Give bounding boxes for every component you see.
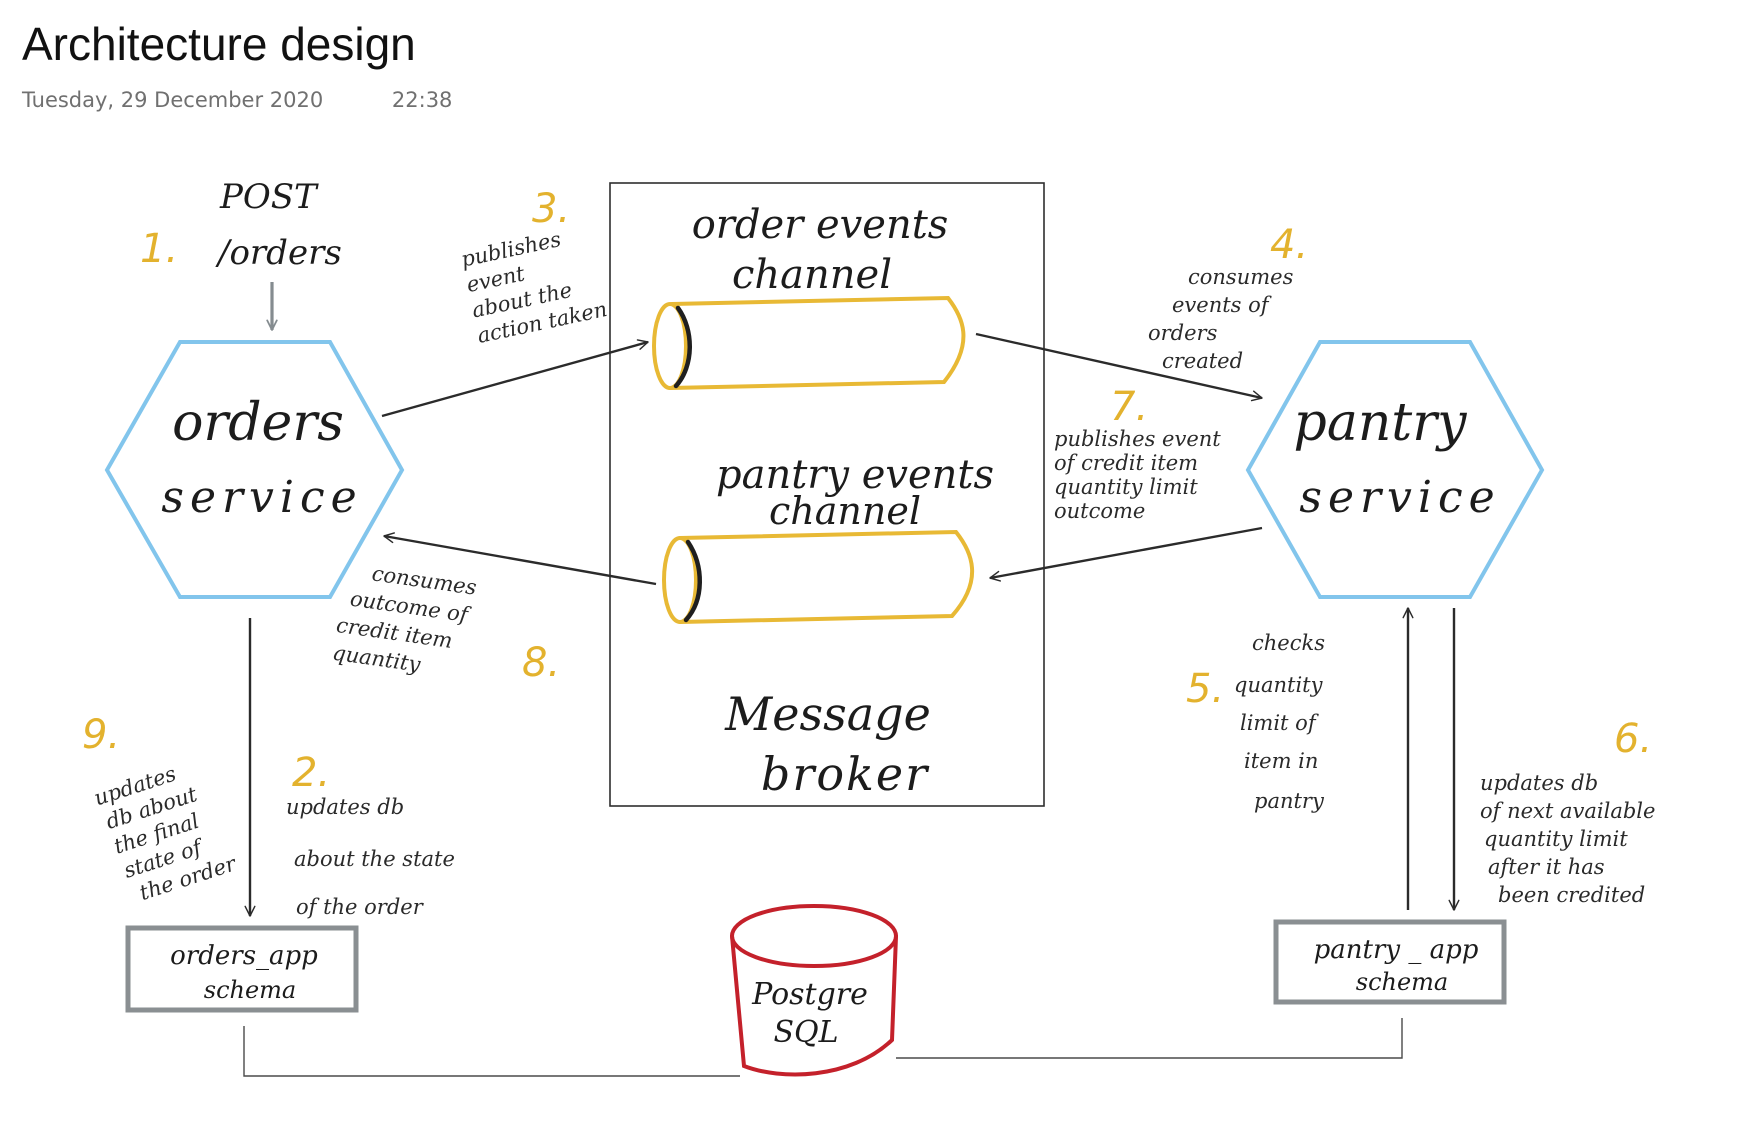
step-4-number: 4. <box>1270 222 1308 268</box>
pantry-schema-box <box>1273 919 1507 1005</box>
orders-service: orders service <box>104 340 405 599</box>
message-broker-label-line1: Message <box>724 687 931 741</box>
orders-schema: orders_app schema <box>125 925 359 1013</box>
step-4-line-1: consumes <box>1188 265 1294 289</box>
page-meta: Tuesday, 29 December 2020 22:38 <box>22 88 452 112</box>
pantry-service-subtitle: service <box>1299 472 1500 523</box>
step-5-number: 5. <box>1186 666 1224 712</box>
pantry-channel-title: pantry events <box>716 452 994 498</box>
orders-schema-name: orders_app <box>170 941 318 971</box>
pantry-schema-name: pantry _ app <box>1314 935 1479 965</box>
request-method: POST <box>219 177 319 217</box>
order-events-channel: order events channel <box>652 202 966 390</box>
step-6-note: 6. updates db of next available quantity… <box>1480 716 1655 907</box>
step-9-number: 9. <box>82 712 120 758</box>
message-broker-box <box>609 182 1045 807</box>
pantry-schema-label: schema <box>1356 968 1448 996</box>
step-7-note: 7. publishes event of credit item quanti… <box>1054 384 1221 523</box>
pantry-service: pantry service <box>1245 340 1545 599</box>
pantry-channel-cylinder-end <box>662 536 698 624</box>
orders-schema-db-connector <box>243 1026 740 1077</box>
pantry-schema: pantry _ app schema <box>1273 919 1507 1005</box>
step-8-note: 8. consumes outcome of credit item quant… <box>331 561 560 686</box>
database-body <box>730 934 898 1077</box>
step-2-line-1: updates db <box>286 795 404 819</box>
step-5-note: 5. checks quantity limit of item in pant… <box>1186 631 1325 813</box>
page-title: Architecture design <box>22 18 416 70</box>
step-5-line-4: item in <box>1244 749 1318 773</box>
step-7-line-1: publishes event <box>1054 427 1221 451</box>
pantry-schema-db-connector <box>896 1018 1403 1059</box>
orders-service-subtitle: service <box>161 472 362 523</box>
step-2-note: 2. updates db about the state of the ord… <box>286 750 455 919</box>
publish-pantry-event-arrow <box>989 526 1263 582</box>
consume-order-event-arrow <box>975 332 1263 402</box>
step-3-number: 3. <box>532 186 570 232</box>
publish-order-event-arrow <box>381 339 649 418</box>
step-7-number: 7. <box>1110 384 1148 430</box>
step-9-note: 9. updates db about the final state of t… <box>82 712 241 905</box>
step-4-line-3: orders <box>1148 321 1218 345</box>
step-6-number: 6. <box>1614 716 1652 762</box>
order-channel-cylinder-end <box>652 302 688 390</box>
orders-schema-label: schema <box>204 976 296 1004</box>
step-4-line-4: created <box>1162 349 1243 373</box>
pantry-channel-cylinder <box>678 529 975 624</box>
pantry-service-hexagon <box>1245 340 1545 599</box>
step-7-line-4: outcome <box>1054 499 1145 523</box>
step-4-line-2: events of <box>1172 293 1272 317</box>
step-8-number: 8. <box>522 640 560 686</box>
consume-pantry-event-arrow <box>383 532 657 586</box>
step-2-line-2: about the state <box>294 847 455 871</box>
step-3-note: 3. publishes event about the action take… <box>459 186 609 348</box>
step-6-line-5: been credited <box>1498 883 1645 907</box>
order-channel-title: order events <box>692 202 949 248</box>
step-2-number: 2. <box>292 750 330 796</box>
order-channel-subtitle: channel <box>732 252 892 298</box>
step-2-line-3: of the order <box>296 895 425 919</box>
step-5-line-3: limit of <box>1240 711 1319 735</box>
step-7-line-2: of credit item <box>1054 451 1198 475</box>
step-6-line-4: after it has <box>1488 855 1605 879</box>
order-channel-cylinder <box>668 295 966 390</box>
orders-service-title: orders <box>172 393 344 453</box>
pantry-events-channel: pantry events channel <box>662 452 994 624</box>
message-broker-label-line2: broker <box>761 747 930 801</box>
step-6-line-2: of next available <box>1480 799 1655 823</box>
orders-service-hexagon <box>104 340 405 599</box>
step-5-line-1: checks <box>1252 631 1325 655</box>
pantry-channel-cylinder-shadow <box>683 539 702 623</box>
database-name: Postgre <box>751 977 868 1012</box>
page-header: Architecture design Tuesday, 29 December… <box>22 14 452 112</box>
pantry-channel-subtitle: channel <box>769 489 921 533</box>
step-6-line-3: quantity limit <box>1484 827 1628 851</box>
database-top <box>730 904 898 968</box>
pantry-service-title: pantry <box>1294 393 1468 453</box>
database-label: SQL <box>773 1015 838 1050</box>
step-4-note: 4. consumes events of orders created <box>1148 222 1308 373</box>
step-5-line-2: quantity <box>1234 673 1324 697</box>
step-5-line-5: pantry <box>1254 789 1325 813</box>
postgresql-database: Postgre SQL <box>730 904 898 1077</box>
post-orders-request: POST /orders <box>215 177 342 331</box>
order-channel-cylinder-shadow <box>673 305 692 389</box>
page-time: 22:38 <box>391 88 453 112</box>
step-6-line-1: updates db <box>1480 771 1598 795</box>
step-1-number: 1. <box>140 226 178 272</box>
request-path: /orders <box>215 233 342 273</box>
step-7-line-3: quantity limit <box>1054 475 1198 499</box>
page-date: Tuesday, 29 December 2020 <box>22 88 324 112</box>
orders-schema-box <box>125 925 359 1013</box>
